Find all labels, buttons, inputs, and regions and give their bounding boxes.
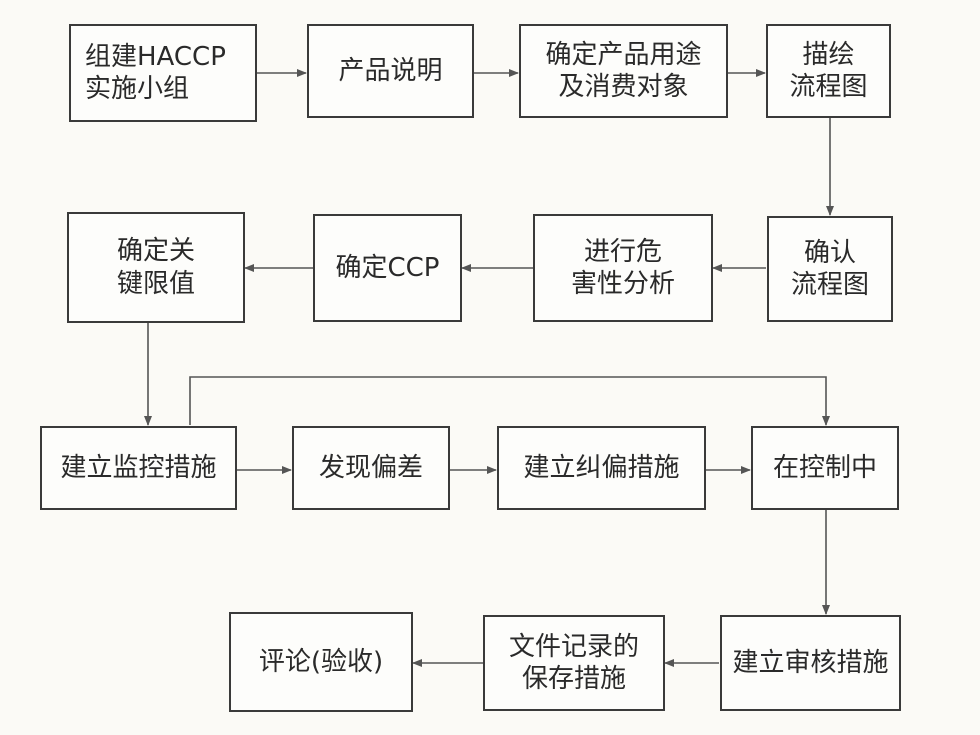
node-review-acceptance: 评论(验收) bbox=[229, 612, 413, 712]
node-corrective-actions: 建立纠偏措施 bbox=[497, 426, 706, 510]
node-critical-limits: 确定关 键限值 bbox=[67, 212, 245, 323]
node-product-description: 产品说明 bbox=[307, 24, 474, 118]
arrow-n9-n12 bbox=[189, 376, 830, 426]
node-hazard-analysis: 进行危 害性分析 bbox=[533, 214, 713, 322]
node-draw-flowchart: 描绘 流程图 bbox=[766, 24, 891, 118]
node-under-control: 在控制中 bbox=[751, 426, 899, 510]
node-determine-ccp: 确定CCP bbox=[313, 214, 462, 322]
node-verification: 建立审核措施 bbox=[720, 615, 901, 711]
node-record-keeping: 文件记录的 保存措施 bbox=[483, 615, 665, 711]
node-deviation-found: 发现偏差 bbox=[292, 426, 450, 510]
node-form-haccp-team: 组建HACCP 实施小组 bbox=[69, 24, 257, 122]
node-confirm-flowchart: 确认 流程图 bbox=[767, 216, 893, 322]
node-intended-use: 确定产品用途 及消费对象 bbox=[519, 24, 728, 118]
node-monitoring: 建立监控措施 bbox=[40, 426, 237, 510]
